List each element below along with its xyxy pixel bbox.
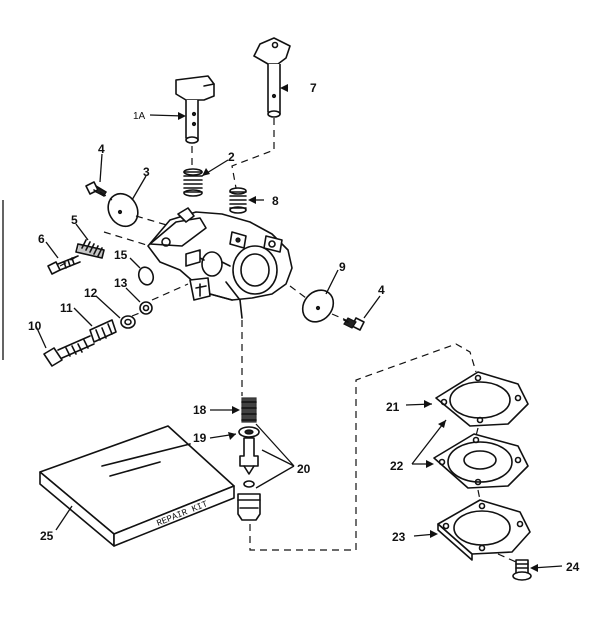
callout-13: 13 <box>114 276 128 290</box>
callout-15: 15 <box>114 248 128 262</box>
callout-19: 19 <box>193 431 207 445</box>
callout-12: 12 <box>84 286 98 300</box>
callout-20: 20 <box>297 462 311 476</box>
main-screw-10-part <box>43 335 95 367</box>
needle-seat-20-part <box>237 437 261 521</box>
callout-9: 9 <box>339 260 346 274</box>
spring-5-part <box>75 239 105 259</box>
callout-8: 8 <box>272 194 279 208</box>
diaphragm-22-part <box>433 433 529 489</box>
callout-10: 10 <box>28 319 42 333</box>
spring-11-part <box>89 319 117 343</box>
callout-21: 21 <box>386 400 400 414</box>
callout-6: 6 <box>38 232 45 246</box>
callout-4-left: 4 <box>98 142 105 156</box>
throttle-shaft-part <box>175 75 215 144</box>
screw-4-right-part <box>343 317 365 331</box>
assembly-dashed-lines <box>59 118 517 563</box>
gasket-21-part <box>435 371 529 427</box>
spring-2-part <box>183 168 203 197</box>
callout-24: 24 <box>566 560 580 574</box>
callout-5: 5 <box>71 213 78 227</box>
callout-22: 22 <box>390 459 404 473</box>
callout-18: 18 <box>193 403 207 417</box>
plug-15-part <box>137 266 155 286</box>
callout-7: 7 <box>310 81 317 95</box>
callout-2: 2 <box>228 150 235 164</box>
callout-1a: 1A <box>133 111 146 122</box>
callout-3: 3 <box>143 165 150 179</box>
cover-23-part <box>437 499 531 561</box>
callout-25: 25 <box>40 529 54 543</box>
washer-13-part <box>139 301 153 315</box>
choke-shaft-part <box>253 37 291 118</box>
callout-11: 11 <box>60 301 73 315</box>
washer-12-part <box>120 315 136 329</box>
callout-4-right: 4 <box>378 283 385 297</box>
spring-18-part <box>241 397 257 423</box>
spring-8-part <box>229 187 247 214</box>
callout-labels: 1A 2 3 4 4 5 6 7 8 9 10 11 12 13 15 18 1… <box>28 81 580 574</box>
carburetor-body-part <box>147 207 293 319</box>
callout-arrowheads <box>178 84 538 572</box>
callout-23: 23 <box>392 530 406 544</box>
screw-24-part <box>512 559 532 581</box>
idle-screw-6-part <box>47 255 81 275</box>
choke-plate-3-part <box>107 192 139 228</box>
